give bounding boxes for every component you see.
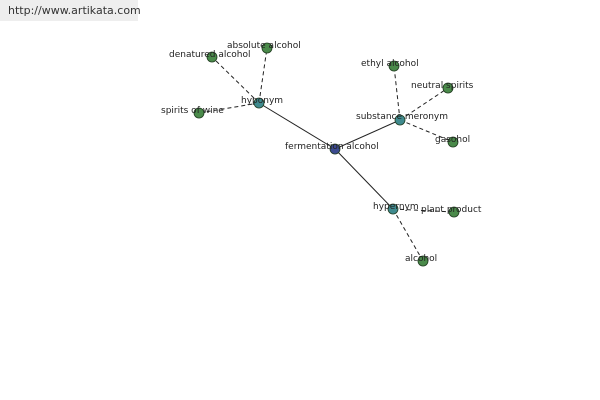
node-neutral-spirits[interactable] bbox=[442, 82, 454, 94]
node-label-gasohol[interactable]: gasohol bbox=[435, 135, 470, 145]
edge-hypernym-alcohol bbox=[392, 208, 424, 262]
node-alcohol[interactable] bbox=[417, 255, 429, 267]
edge-hyponym-absolute-alcohol bbox=[258, 47, 268, 104]
edge-hypernym-plant-product bbox=[392, 208, 455, 213]
edge-substance-meronym-gasohol bbox=[399, 119, 454, 143]
node-spirits-of-wine[interactable] bbox=[193, 107, 205, 119]
node-label-spirits-of-wine[interactable]: spirits of wine bbox=[161, 106, 224, 116]
node-label-alcohol[interactable]: alcohol bbox=[405, 254, 437, 264]
node-hyponym[interactable] bbox=[253, 97, 265, 109]
edge-substance-meronym-neutral-spirits bbox=[399, 87, 449, 121]
node-label-absolute-alcohol[interactable]: absolute alcohol bbox=[227, 41, 301, 51]
node-substance-meronym[interactable] bbox=[394, 114, 406, 126]
node-label-ethyl-alcohol[interactable]: ethyl alcohol bbox=[361, 59, 419, 69]
source-bar: http://www.artikata.com bbox=[0, 0, 141, 21]
node-label-neutral-spirits[interactable]: neutral spirits bbox=[411, 81, 474, 91]
graph-nodes bbox=[193, 42, 460, 267]
node-label-substance-meronym[interactable]: substance meronym bbox=[356, 112, 448, 122]
node-denatured-alcohol[interactable] bbox=[206, 51, 218, 63]
edge-substance-meronym-ethyl-alcohol bbox=[393, 65, 401, 121]
node-ethyl-alcohol[interactable] bbox=[388, 60, 400, 72]
node-hypernym[interactable] bbox=[387, 203, 399, 215]
node-gasohol[interactable] bbox=[447, 136, 459, 148]
node-plant-product[interactable] bbox=[448, 206, 460, 218]
node-fermentation-alcohol[interactable] bbox=[329, 143, 341, 155]
node-label-hyponym[interactable]: hyponym bbox=[241, 96, 283, 106]
edge-fermentation-alcohol-hypernym bbox=[334, 148, 394, 210]
node-label-hypernym[interactable]: hypernym bbox=[373, 202, 419, 212]
node-label-fermentation-alcohol[interactable]: fermentation alcohol bbox=[285, 142, 379, 152]
graph-edges bbox=[198, 47, 455, 262]
edge-fermentation-alcohol-hyponym bbox=[258, 102, 336, 150]
node-label-plant-product[interactable]: plant product bbox=[421, 205, 482, 215]
node-absolute-alcohol[interactable] bbox=[261, 42, 273, 54]
graph-labels: fermentation alcohol hyponym denatured alc… bbox=[161, 41, 482, 264]
source-link[interactable]: http://www.artikata.com bbox=[8, 4, 141, 17]
edge-hyponym-denatured-alcohol bbox=[211, 56, 260, 104]
node-label-denatured-alcohol[interactable]: denatured alcohol bbox=[169, 50, 251, 60]
edge-hyponym-spirits-of-wine bbox=[198, 102, 260, 114]
edge-fermentation-alcohol-substance-meronym bbox=[334, 119, 401, 150]
